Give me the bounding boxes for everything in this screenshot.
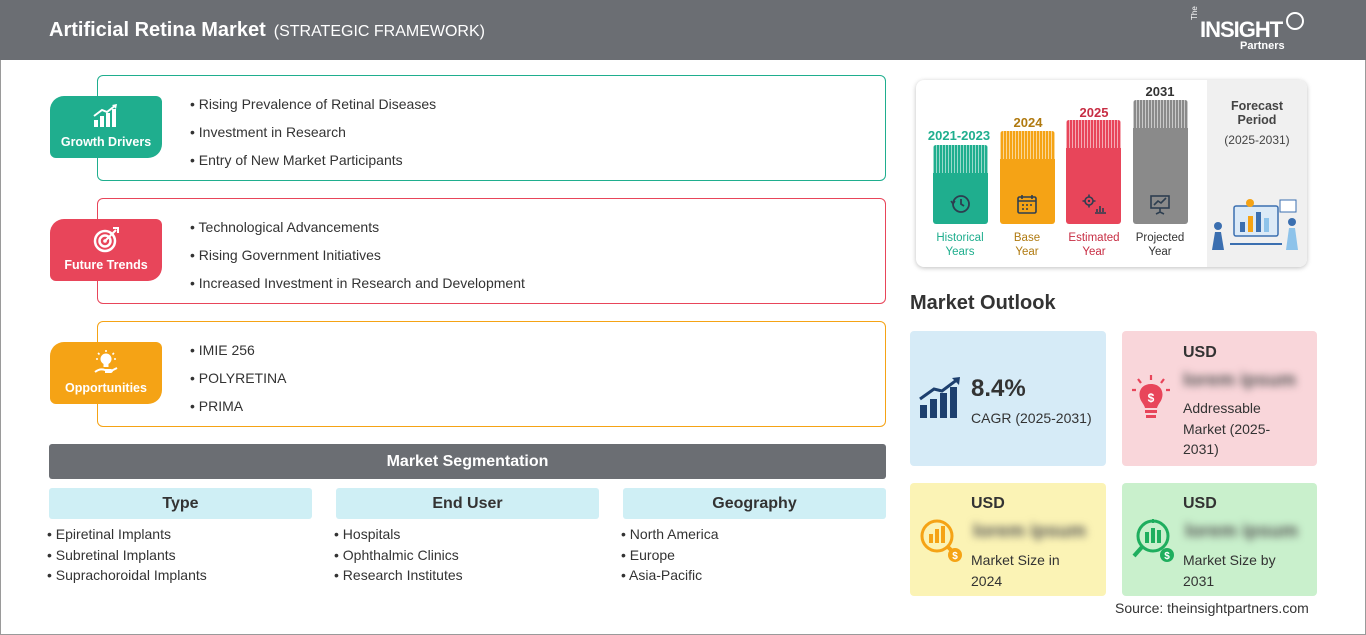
growth-chart-icon [93, 104, 117, 127]
forecast-range: (2025-2031) [1224, 133, 1290, 147]
segment-list-type: • Epiretinal Implants • Subretinal Impla… [47, 526, 207, 588]
segmentation-title: Market Segmentation [49, 444, 886, 479]
insight-partners-logo[interactable]: The INSIGHT Partners [1190, 6, 1310, 54]
list-item: • Hospitals [334, 526, 401, 542]
subtitle-text: (STRATEGIC FRAMEWORK) [273, 23, 485, 40]
list-item: • Entry of New Market Participants [190, 152, 403, 168]
list-item: • Rising Government Initiatives [190, 247, 381, 263]
list-item: • Asia-Pacific [621, 567, 703, 583]
svg-text:$: $ [1164, 551, 1170, 562]
segment-list-end-user: • Hospitals • Ophthalmic Clinics • Resea… [334, 526, 463, 588]
list-item: • Subretinal Implants [47, 546, 176, 563]
magnifier-chart-icon: $ [920, 519, 962, 562]
list-item: • Europe [621, 546, 675, 563]
calendar-icon [1017, 195, 1037, 214]
logo-partners: Partners [1240, 40, 1285, 52]
history-clock-icon [950, 195, 970, 213]
list-item: • PRIMA [190, 398, 244, 414]
badge-label: Future Trends [64, 258, 148, 272]
opportunities-list: • IMIE 256 • POLYRETINA • PRIMA [190, 341, 286, 425]
list-item: • Investment in Research [190, 124, 346, 140]
list-item: • POLYRETINA [190, 370, 287, 386]
list-item: • Ophthalmic Clinics [334, 546, 459, 563]
growth-drivers-badge: Growth Drivers [50, 96, 162, 158]
list-item: • Technological Advancements [190, 219, 380, 235]
future-trends-box: • Technological Advancements • Rising Go… [97, 198, 886, 304]
opportunities-badge: Opportunities [50, 342, 162, 404]
magnifier-chart-icon: $ [1132, 519, 1174, 562]
growth-chart-icon [919, 377, 960, 418]
period-bar-historical [933, 145, 988, 224]
list-item: • Increased Investment in Research and D… [190, 275, 525, 291]
future-trends-list: • Technological Advancements • Rising Go… [190, 218, 525, 302]
cagr-label: CAGR (2025-2031) [971, 410, 1092, 426]
period-year: 2025 [1079, 105, 1109, 120]
segment-heading-type: Type [49, 488, 312, 519]
cagr-value: 8.4% [971, 375, 1026, 402]
growth-drivers-box: • Rising Prevalence of Retinal Diseases … [97, 75, 886, 181]
size-2024-currency: USD [971, 495, 1005, 512]
title-text: Artificial Retina Market [49, 19, 266, 41]
opportunities-box: • IMIE 256 • POLYRETINA • PRIMA [97, 321, 886, 427]
list-item: • Suprachoroidal Implants [47, 567, 207, 583]
period-year: 2021-2023 [927, 128, 991, 143]
list-item: • Epiretinal Implants [47, 526, 171, 542]
source-text[interactable]: Source: theinsightpartners.com [1115, 600, 1309, 616]
segment-heading-end-user: End User [336, 488, 599, 519]
period-year: 2031 [1145, 84, 1175, 99]
list-item: • IMIE 256 [190, 342, 255, 358]
period-bar-base [1000, 131, 1055, 224]
lightbulb-hand-icon [94, 350, 118, 373]
period-bar-estimated [1066, 120, 1121, 224]
size-2031-currency: USD [1183, 495, 1217, 512]
badge-label: Growth Drivers [60, 135, 152, 149]
gear-chart-icon [1082, 194, 1106, 214]
addressable-currency: USD [1183, 344, 1217, 361]
segment-list-geography: • North America • Europe • Asia-Pacific [621, 526, 719, 588]
page-title: Artificial Retina Market (STRATEGIC FRAME… [49, 19, 485, 42]
period-bar-projected [1133, 100, 1188, 224]
badge-label: Opportunities [65, 381, 147, 395]
analytics-people-icon [1212, 199, 1298, 250]
size-2024-value: lorem ipsum [973, 521, 1086, 542]
list-item: • Research Institutes [334, 567, 463, 583]
addressable-value: lorem ipsum [1183, 370, 1296, 391]
growth-drivers-list: • Rising Prevalence of Retinal Diseases … [190, 95, 436, 179]
target-icon [93, 227, 119, 253]
segment-heading-geography: Geography [623, 488, 886, 519]
svg-text:$: $ [952, 551, 958, 562]
lightbulb-dollar-icon: $ [1132, 375, 1170, 418]
list-item: • Rising Prevalence of Retinal Diseases [190, 96, 437, 112]
header-bar: Artificial Retina Market (STRATEGIC FRAME… [0, 0, 1366, 60]
list-item: • North America [621, 526, 719, 542]
period-year: 2024 [1013, 115, 1043, 130]
presentation-icon [1150, 195, 1170, 215]
future-trends-badge: Future Trends [50, 219, 162, 281]
logo-the: The [1190, 6, 1199, 20]
logo-main: INSIGHT [1200, 17, 1283, 42]
logo-ring-icon [1286, 12, 1304, 30]
svg-text:$: $ [1148, 391, 1155, 405]
size-2031-value: lorem ipsum [1185, 521, 1298, 542]
market-outlook-title: Market Outlook [910, 292, 1056, 314]
